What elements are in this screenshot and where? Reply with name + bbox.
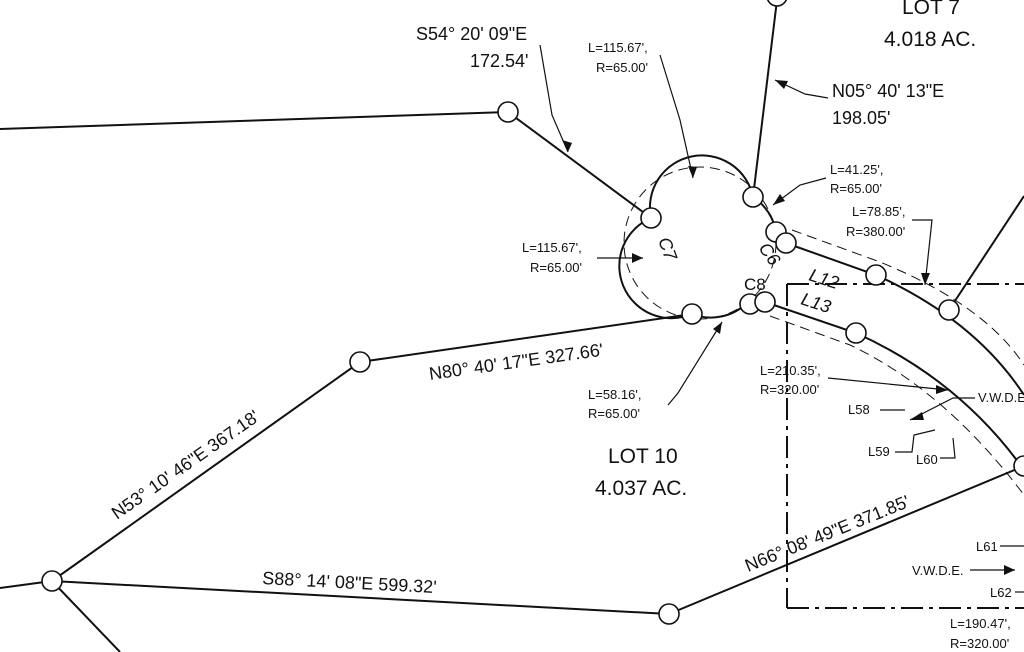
leader-c7-top (659, 54, 694, 179)
monument (742, 186, 764, 208)
distance-s54: 172.54' (470, 51, 529, 71)
curve-c7-top-length: L=115.67', (588, 40, 648, 55)
boundary-line-n53 (51, 361, 361, 582)
curve-arc210-length: L=210.35', (760, 363, 821, 378)
leader-l59 (895, 429, 936, 453)
curve-c7-left-radius: R=65.00' (530, 260, 582, 275)
lot10-name: LOT 10 (608, 445, 678, 468)
curve-c8-length: L=58.16', (588, 387, 641, 402)
line-id-l12: L12 (807, 265, 842, 293)
boundary-line-sw-down (51, 580, 121, 652)
leader-l60 (940, 437, 956, 459)
monument (775, 232, 797, 254)
lot7-area: 4.018 AC. (884, 28, 976, 51)
boundary-line-n80 (359, 313, 693, 363)
arrowhead-arc210 (936, 385, 948, 394)
distance-n05: 198.05' (832, 108, 891, 128)
monument (497, 101, 519, 123)
easement-label-upper: V.W.D.E. (978, 390, 1024, 405)
easement-label-lower: V.W.D.E. (912, 563, 964, 578)
line-id-l59: L59 (868, 444, 890, 459)
bearing-n05: N05° 40' 13"E (832, 81, 944, 101)
monument (1013, 455, 1024, 477)
monument (658, 603, 680, 625)
arrowhead-c6 (773, 194, 785, 205)
monument (41, 570, 63, 592)
bearing-n80: N80° 40' 17"E 327.66' (428, 340, 605, 384)
arrowhead-s54 (562, 140, 572, 152)
boundary-line-north-west (0, 111, 509, 130)
row-line-lower (764, 301, 1024, 471)
curve-c6-length: L=41.25', (830, 162, 883, 177)
curve-id-c7: C7 (654, 235, 681, 264)
leader-s54 (539, 44, 569, 153)
boundary-line-s54 (507, 111, 652, 219)
curve-arc78-radius: R=380.00' (846, 224, 905, 239)
road-edge-dashed-lower (769, 315, 1024, 496)
line-id-l60: L60 (916, 452, 938, 467)
row-line-upper (782, 241, 1024, 396)
leader-arc78 (912, 219, 933, 286)
arrowhead-c8 (713, 322, 722, 334)
arrowhead-c7-left (632, 253, 643, 263)
bearing-n66: N66° 08' 49"E 371.85' (742, 491, 912, 575)
cul-de-sac-arc-c7 (618, 217, 693, 320)
curve-arc78-length: L=78.85', (852, 204, 905, 219)
arrowhead-vwde-upper (910, 412, 924, 420)
monument (938, 299, 960, 321)
boundary-line-s88 (51, 580, 670, 615)
cul-de-sac-arc (648, 154, 754, 219)
bearing-s54: S54° 20' 09"E (416, 24, 527, 44)
leader-c8 (667, 321, 723, 406)
arrowhead-c7-top (688, 166, 697, 178)
curve-c8-radius: R=65.00' (588, 406, 640, 421)
arrowhead-vwde-lower (1004, 565, 1015, 575)
boundary-line-n05 (752, 0, 778, 198)
curve-c7-left-length: L=115.67', (522, 240, 582, 255)
bearing-n53: N53° 10' 46"E 367.18' (108, 406, 263, 523)
monument (865, 264, 887, 286)
arrowhead-arc78 (921, 273, 930, 285)
curve-id-c8: C8 (744, 275, 766, 294)
lot7-name: LOT 7 (902, 0, 960, 19)
monument (754, 291, 776, 313)
line-id-l13: L13 (799, 289, 834, 317)
boundary-line-n66 (668, 465, 1024, 615)
line-id-l62: L62 (990, 585, 1012, 600)
boundary-line-lot7-diag (948, 195, 1024, 311)
line-id-l61: L61 (976, 539, 998, 554)
arrowhead-n05 (775, 80, 788, 89)
monument (640, 207, 662, 229)
curve-arc210-radius: R=320.00' (760, 382, 819, 397)
curve-c7-top-radius: R=65.00' (596, 60, 648, 75)
monument (349, 351, 371, 373)
monument (845, 322, 867, 344)
monument (766, 0, 788, 7)
leader-vwde-upper (909, 397, 975, 421)
curve-arc190-radius: R=320.00' (950, 636, 1009, 651)
leader-arc210 (827, 377, 949, 391)
lot10-area: 4.037 AC. (595, 477, 687, 500)
curve-arc190-length: L=190.47', (950, 616, 1011, 631)
curve-c6-radius: R=65.00' (830, 181, 882, 196)
line-id-l58: L58 (848, 402, 870, 417)
monument (681, 303, 703, 325)
